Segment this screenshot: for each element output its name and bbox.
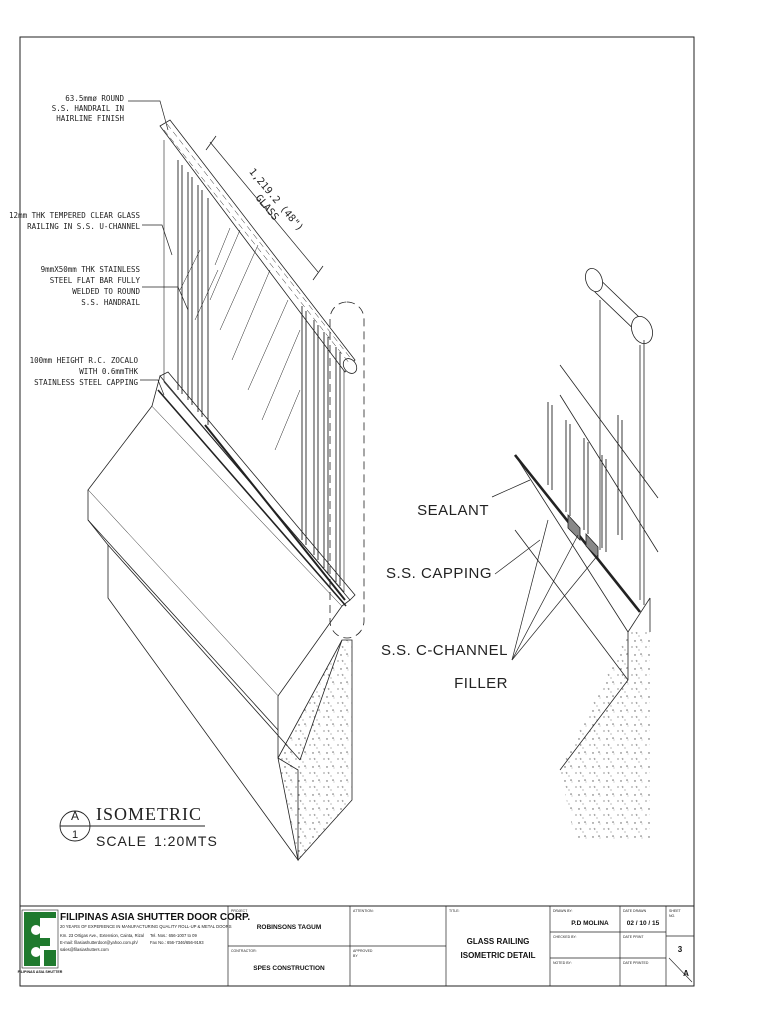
checked-by-label: CHECKED BY: (553, 935, 577, 939)
project-label: PROJECT (231, 909, 248, 913)
view-number: 1 (72, 829, 78, 841)
isometric-drawing (87, 100, 365, 862)
zocalo-note-line1: 100mm HEIGHT R.C. ZOCALO (30, 356, 139, 365)
view-letter: A (71, 809, 79, 823)
logo-caption: FILIPINAS ASIA SHUTTER (18, 970, 63, 974)
drawn-by-label: DRAWN BY: (553, 909, 573, 913)
handrail-note-line1: 63.5mmø ROUND (65, 94, 124, 103)
glass-note: 12mm THK TEMPERED CLEAR GLASS RAILING IN… (9, 211, 140, 231)
sheet-no-label: NO. (669, 914, 675, 918)
project-value: ROBINSONS TAGUM (257, 924, 322, 931)
approved-label: APPROVED (353, 949, 373, 953)
view-title: ISOMETRIC (96, 804, 202, 824)
flatbar-note-line3: WELDED TO ROUND (72, 287, 140, 296)
sheet-number: 3 (678, 945, 683, 954)
drawing-title-line2: ISOMETRIC DETAIL (461, 951, 536, 960)
flatbar-note-line4: S.S. HANDRAIL (81, 298, 140, 307)
sheet-label: SHEET (669, 909, 682, 913)
noted-by-label: NOTED BY: (553, 961, 572, 965)
flatbar-note-line2: STEEL FLAT BAR FULLY (50, 276, 141, 285)
filler-label: FILLER (454, 675, 508, 692)
capping-label: S.S. CAPPING (386, 565, 492, 582)
zocalo-note-line2: WITH 0.6mmTHK (79, 367, 138, 376)
contractor-label: CONTRACTOR: (231, 949, 257, 953)
company-tel: Tel. Nos.: 656-1007 to 09 (150, 933, 197, 938)
view-scale-value: 1:20MTS (154, 833, 218, 849)
detail-labels: SEALANT S.S. CAPPING S.S. C-CHANNEL FILL… (381, 502, 508, 692)
glass-note-line1: 12mm THK TEMPERED CLEAR GLASS (9, 211, 140, 220)
flatbar-note-line1: 9mmX50mm THK STAINLESS (41, 265, 141, 274)
glass-note-line2: RAILING IN S.S. U-CHANNEL (27, 222, 140, 231)
sheet-letter: A (683, 969, 689, 978)
flatbar-note: 9mmX50mm THK STAINLESS STEEL FLAT BAR FU… (41, 265, 141, 307)
company-address: Km. 23 Ortigas Ave., Extension, Cainta, … (60, 933, 144, 938)
date-printed-label: DATE PRINTED (623, 961, 649, 965)
company-tagline: 20 YEARS OF EXPERIENCE IN MANUFACTURING … (60, 924, 232, 929)
company-fax: Fax No.: 656-7346/656-9193 (150, 940, 204, 945)
title-block: FILIPINAS ASIA SHUTTER FILIPINAS ASIA SH… (18, 905, 695, 987)
channel-label: S.S. C-CHANNEL (381, 642, 508, 659)
approved-by-label: BY (353, 954, 358, 958)
view-tag: A 1 ISOMETRIC SCALE 1:20MTS (59, 804, 218, 849)
attention-label: ATTENTION: (353, 909, 374, 913)
date-print-label: DATE PRINT (623, 935, 644, 939)
handrail-note-line3: HAIRLINE FINISH (56, 114, 124, 123)
date-drawn-label: DATE DRAWN (623, 909, 647, 913)
date-drawn-value: 02 / 10 / 15 (627, 920, 660, 927)
company-email: E-mail: filasiashutterdoor@yahoo.com.ph/ (60, 940, 139, 945)
zocalo-note: 100mm HEIGHT R.C. ZOCALO WITH 0.6mmTHK S… (30, 356, 139, 387)
handrail-note-line2: S.S. HANDRAIL IN (52, 104, 124, 113)
drawing-title-line1: GLASS RAILING (467, 937, 530, 946)
zocalo-note-line3: STAINLESS STEEL CAPPING (34, 378, 138, 387)
contractor-value: SPES CONSTRUCTION (253, 965, 325, 972)
enlarged-detail (491, 267, 659, 840)
company-logo: FILIPINAS ASIA SHUTTER (18, 909, 63, 974)
title-label: TITLE: (449, 909, 460, 913)
handrail-note: 63.5mmø ROUND S.S. HANDRAIL IN HAIRLINE … (52, 94, 125, 123)
company-email2: sales@filasiashutters.com (60, 947, 109, 952)
company-name: FILIPINAS ASIA SHUTTER DOOR CORP. (60, 912, 250, 923)
drawn-by-value: P.D MOLINA (571, 920, 609, 927)
sealant-label: SEALANT (417, 502, 489, 519)
view-scale-label: SCALE (96, 833, 147, 849)
